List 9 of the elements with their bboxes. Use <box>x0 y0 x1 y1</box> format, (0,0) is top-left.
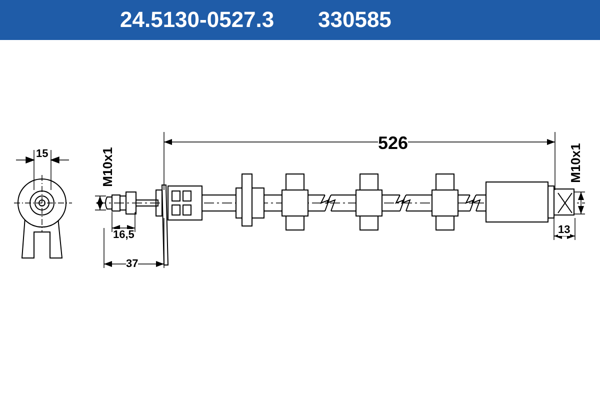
dimension-label: 16,5 <box>113 229 134 241</box>
dimension-label: 37 <box>126 258 138 270</box>
dimension-label: 526 <box>378 134 408 152</box>
part-number: 24.5130-0527.3 <box>120 6 274 34</box>
thread-label: M10x1 <box>570 143 582 183</box>
thread-label: M10x1 <box>102 147 114 187</box>
dimension-label: 13 <box>558 224 570 236</box>
dimension-label: 15 <box>36 148 48 160</box>
reference-number: 330585 <box>318 6 392 34</box>
